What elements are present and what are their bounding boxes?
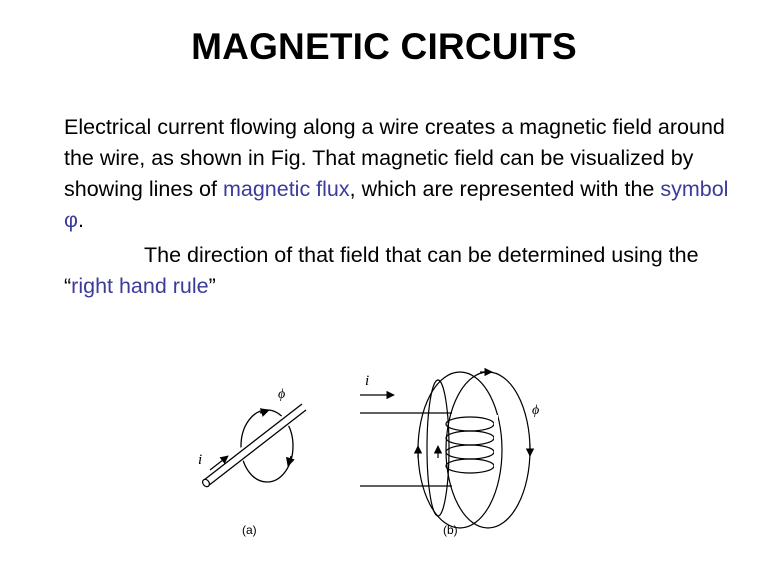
- wire-edge-top-a: [203, 403, 303, 481]
- flux-arrow-top-a: [259, 408, 270, 417]
- wire-edge-bottom-a: [207, 409, 307, 487]
- current-arrow-a: [209, 455, 229, 471]
- coil-turn-4: [445, 458, 495, 474]
- intro-text-3: .: [77, 208, 84, 232]
- figure-b: i ϕ (b): [360, 367, 539, 537]
- wire-mask-a: [202, 403, 306, 487]
- right-hand-rule-link[interactable]: right hand rule: [71, 274, 209, 298]
- caption-b: (b): [443, 523, 458, 537]
- paragraph-intro: Electrical current flowing along a wire …: [64, 112, 744, 236]
- symbol-phi-link[interactable]: symbol φ: [64, 177, 729, 232]
- magnetic-flux-link[interactable]: magnetic flux: [222, 177, 350, 201]
- flux-loop-right-b: [445, 371, 531, 529]
- direction-text-2: ”: [208, 274, 216, 298]
- coil-turn-1: [445, 416, 495, 432]
- paragraph-direction: The direction of that field that can be …: [64, 240, 744, 302]
- caption-a: (a): [242, 523, 257, 537]
- coil-turn-3: [445, 444, 495, 460]
- flux-loop-left-b: [417, 371, 503, 529]
- direction-text-1: The direction of that field that can be …: [64, 243, 699, 298]
- magnetic-field-figure: i ϕ (a) i ϕ (b): [198, 367, 539, 537]
- slide-title: MAGNETIC CIRCUITS: [191, 26, 577, 67]
- wire-end-a: [201, 478, 211, 488]
- flux-arrow-right-a: [285, 455, 295, 467]
- current-label-b: i: [365, 373, 369, 389]
- intro-text-2: , which are represented with the: [349, 177, 661, 201]
- current-label-a: i: [198, 452, 202, 468]
- coil-b: [445, 416, 495, 474]
- figure-a: i ϕ (a): [198, 387, 307, 537]
- coil-turn-2: [445, 430, 495, 446]
- flux-label-a: ϕ: [278, 387, 285, 402]
- intro-text-1: Electrical current flowing along a wire …: [64, 115, 725, 201]
- flux-label-b: ϕ: [532, 403, 539, 418]
